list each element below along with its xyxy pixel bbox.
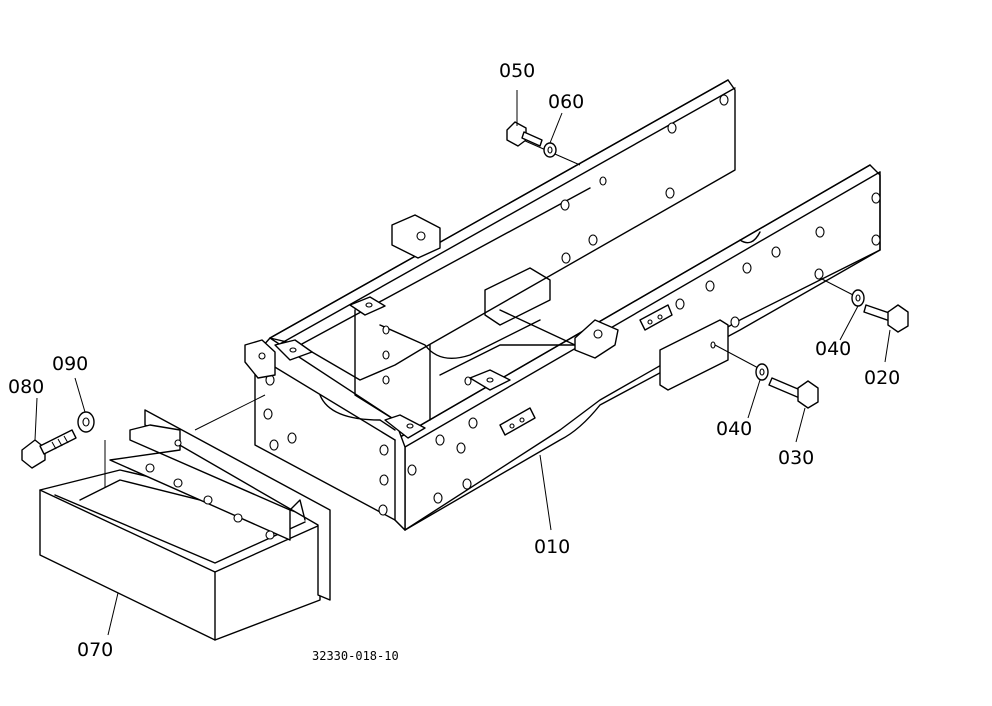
drawing-code: 32330-018-10 bbox=[312, 649, 399, 663]
nut-060 bbox=[543, 142, 557, 158]
part-labels: 050 060 090 080 040 020 040 030 010 070 bbox=[8, 60, 900, 661]
main-frame bbox=[244, 79, 881, 531]
washer-040-upper bbox=[851, 289, 865, 307]
bolt-020 bbox=[863, 304, 909, 333]
bolt-030 bbox=[768, 377, 819, 409]
washer-040-lower bbox=[755, 363, 769, 381]
far-rail-holes bbox=[560, 94, 729, 264]
bolt-080 bbox=[21, 429, 77, 469]
washer-090 bbox=[77, 411, 95, 433]
label-030: 030 bbox=[778, 447, 814, 469]
label-040-upper: 040 bbox=[815, 338, 851, 360]
step-pan bbox=[39, 409, 331, 641]
label-070: 070 bbox=[77, 639, 113, 661]
label-020: 020 bbox=[864, 367, 900, 389]
label-080: 080 bbox=[8, 376, 44, 398]
label-050: 050 bbox=[499, 60, 535, 82]
leader-lines bbox=[34, 90, 891, 636]
mounting-tabs bbox=[244, 214, 673, 439]
bolt-050 bbox=[506, 121, 543, 147]
label-060: 060 bbox=[548, 91, 584, 113]
front-plate-holes bbox=[263, 374, 389, 516]
near-rail-holes bbox=[407, 192, 881, 504]
label-010: 010 bbox=[534, 536, 570, 558]
label-090: 090 bbox=[52, 353, 88, 375]
label-040-lower: 040 bbox=[716, 418, 752, 440]
